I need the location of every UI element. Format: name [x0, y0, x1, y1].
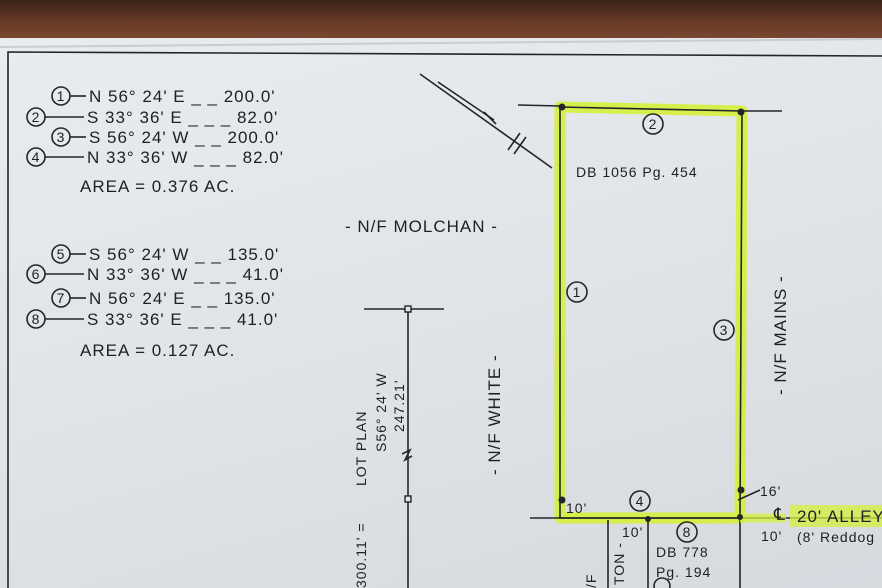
- partial-adjoiner-label: TON -: [611, 542, 627, 585]
- corner-monument: [558, 496, 566, 504]
- corner-monument: [737, 514, 743, 520]
- partial-adjoiner-label: /F: [583, 574, 599, 588]
- deed-reference-2: DB 778: [656, 544, 709, 560]
- course-text: N 33° 36' W _ _ _ 41.0': [87, 265, 284, 284]
- course-table-2: 5 S 56° 24' W _ _ 135.0' 6 N 33° 36' W _…: [26, 244, 284, 360]
- paper-edge: [0, 38, 882, 48]
- lot-total-label: 300.11' =: [353, 522, 369, 588]
- course-circle-label: 4: [636, 493, 645, 509]
- course-circle-label: 3: [720, 322, 729, 338]
- course-row: 6 N 33° 36' W _ _ _ 41.0': [26, 264, 284, 284]
- adjoiner-molchan: - N/F MOLCHAN -: [345, 217, 498, 236]
- hash-mark: [513, 136, 527, 155]
- course-circle-1: [566, 281, 588, 303]
- break-symbol: [401, 448, 413, 463]
- course-text: S 56° 24' W _ _ 200.0': [89, 128, 279, 147]
- course-circle-label: 2: [649, 116, 658, 132]
- lot-plan-line: LOT PLAN S56° 24' W 247.21' 300.11' =: [353, 305, 444, 588]
- course-row: 4 N 33° 36' W _ _ _ 82.0': [26, 147, 284, 167]
- dimension-label: 10': [761, 528, 782, 544]
- course-number: 5: [57, 246, 66, 262]
- easement-area: 10' 10' 10' 16' ℄ 20' ALLEY (8' Reddog 8…: [530, 483, 882, 588]
- lot-bearing-label: S56° 24' W: [373, 372, 389, 452]
- course-text: N 33° 36' W _ _ _ 82.0': [87, 148, 284, 167]
- drawing-border: [7, 51, 882, 588]
- wood-background: [0, 0, 882, 38]
- dimension-arrow: [737, 489, 761, 501]
- centerline-symbol: ℄: [773, 505, 786, 524]
- course-row: 1 N 56° 24' E _ _ 200.0': [51, 86, 276, 106]
- course-circle-3: [713, 319, 735, 341]
- course-text: N 56° 24' E _ _ 135.0': [89, 289, 276, 308]
- boundary-extension: [517, 104, 561, 107]
- diagonal-line: [419, 73, 553, 169]
- adjoiner-mains: - N/F MAINS -: [771, 275, 790, 395]
- dimension-label: 10': [622, 524, 643, 540]
- course-number: 4: [32, 149, 41, 165]
- hash-mark: [507, 132, 521, 151]
- course-text: S 33° 36' E _ _ _ 82.0': [87, 108, 278, 127]
- course-circle-2: [642, 113, 664, 135]
- corner-monument: [737, 486, 745, 494]
- arrow-tick: [483, 111, 497, 125]
- corner-monument: [737, 108, 745, 116]
- alley-note: (8' Reddog: [797, 529, 875, 545]
- course-number: 6: [32, 266, 41, 282]
- course-number: 3: [57, 129, 66, 145]
- corner-monument: [645, 516, 651, 522]
- course-number: 1: [57, 88, 66, 104]
- dimension-label: 16': [760, 483, 781, 499]
- alley-label: 20' ALLEY: [797, 507, 882, 526]
- alley-label-highlight: [790, 505, 882, 527]
- lot-distance-label: 247.21': [391, 380, 407, 433]
- course-row: 5 S 56° 24' W _ _ 135.0': [51, 244, 279, 264]
- course-row: 7 N 56° 24' E _ _ 135.0': [51, 288, 276, 308]
- diagonal-road-line: [419, 73, 553, 169]
- course-circle-label: 8: [683, 524, 692, 540]
- course-text: S 56° 24' W _ _ 135.0': [89, 245, 279, 264]
- area-label: AREA = 0.127 AC.: [80, 341, 235, 360]
- adjoiner-white: - N/F WHITE -: [485, 354, 504, 475]
- page-reference-2: Pg. 194: [656, 564, 711, 580]
- course-number: 2: [32, 109, 41, 125]
- lot-marker: [404, 495, 412, 503]
- course-text: N 56° 24' E _ _ 200.0': [89, 87, 276, 106]
- course-row: 2 S 33° 36' E _ _ _ 82.0': [26, 107, 278, 127]
- course-row: 3 S 56° 24' W _ _ 200.0': [51, 127, 279, 147]
- course-table-1: 1 N 56° 24' E _ _ 200.0' 2 S 33° 36' E _…: [26, 86, 284, 196]
- dimension-label: 10': [566, 500, 587, 516]
- lot-marker: [404, 305, 412, 313]
- course-text: S 33° 36' E _ _ _ 41.0': [87, 310, 278, 329]
- course-number: 7: [57, 290, 66, 306]
- course-row: 8 S 33° 36' E _ _ _ 41.0': [26, 309, 278, 329]
- course-circle-label: 1: [573, 284, 582, 300]
- deed-reference: DB 1056 Pg. 454: [576, 164, 698, 180]
- corner-monument: [558, 103, 566, 111]
- lot-plan-label: LOT PLAN: [353, 411, 369, 486]
- area-label: AREA = 0.376 AC.: [80, 177, 235, 196]
- course-number: 8: [32, 311, 41, 327]
- course-circle-9: [653, 577, 671, 588]
- course-circle-8: [676, 521, 698, 543]
- course-circle-4: [629, 490, 651, 512]
